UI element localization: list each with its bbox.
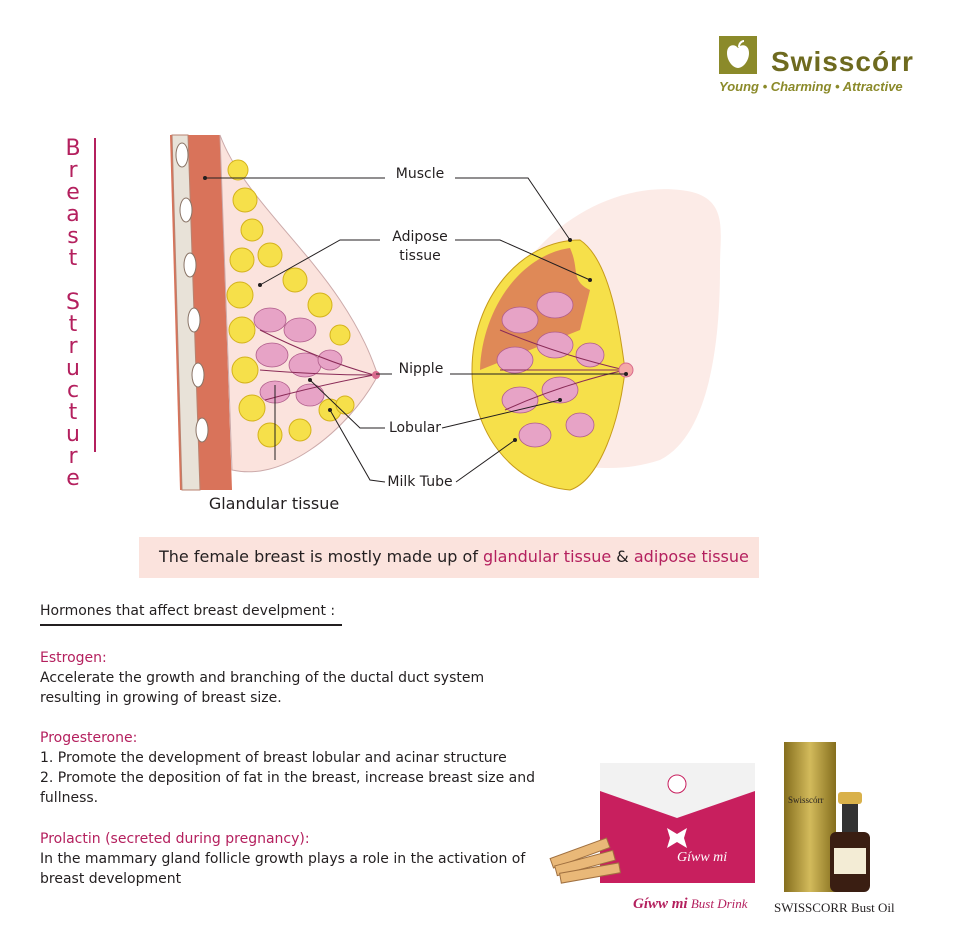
side-title-letter: e xyxy=(66,180,80,205)
label-nipple: Nipple xyxy=(398,361,444,377)
hormone-estrogen: Estrogen: Accelerate the growth and bran… xyxy=(40,648,560,708)
apple-logo-icon xyxy=(719,36,757,74)
side-title-letter: S xyxy=(66,290,80,315)
banner-term-glandular: glandular tissue xyxy=(483,547,612,566)
label-adipose-tissue: Adipose tissue xyxy=(392,229,448,264)
banner-text: The female breast is mostly made up of g… xyxy=(159,547,749,566)
side-title-letter: a xyxy=(66,202,80,227)
brand-tagline: Young • Charming • Attractive xyxy=(719,79,903,94)
banner-prefix: The female breast is mostly made up of xyxy=(159,547,478,566)
hormone-name: Prolactin (secreted during pregnancy): xyxy=(40,831,310,847)
banner-term-adipose: adipose tissue xyxy=(633,547,749,566)
side-title-rule xyxy=(94,138,96,452)
drink-box-brand: Gíww mi xyxy=(677,850,728,865)
hormone-line: fullness. xyxy=(40,790,99,806)
label-muscle: Muscle xyxy=(395,166,445,182)
hormone-name: Estrogen: xyxy=(40,650,107,666)
side-title-letter: c xyxy=(66,378,80,403)
side-title-letter: u xyxy=(66,356,80,381)
hormone-name: Progesterone: xyxy=(40,730,138,746)
product-bust-oil: Swisscórr SWISSCORR Bust Oil xyxy=(772,740,912,918)
side-title-letter: r xyxy=(68,334,78,359)
oil-box-illustration xyxy=(784,742,870,892)
breast-structure-diagram: Muscle Adipose tissue Nipple Lobular Mil… xyxy=(160,130,740,524)
brand-logo: Swisscórr Young • Charming • Attractive xyxy=(719,36,929,96)
hormone-line: breast development xyxy=(40,871,182,887)
label-lobular: Lobular xyxy=(388,420,442,436)
anatomy-illustration xyxy=(170,134,721,491)
side-title-letter: u xyxy=(66,422,80,447)
rib-layer xyxy=(171,134,201,491)
banner-join: & xyxy=(616,547,629,566)
side-title-letter: B xyxy=(65,136,81,161)
hormones-heading-rule xyxy=(40,624,342,626)
side-title-letter xyxy=(58,270,88,292)
side-title-letter: t xyxy=(68,312,78,337)
label-glandular-tissue: Glandular tissue xyxy=(208,494,340,513)
side-title-letter: e xyxy=(66,466,80,491)
product-bust-drink: Gíww mi Gíww mi Bust Drink xyxy=(545,758,760,918)
muscle-leader-right xyxy=(455,177,571,241)
hormone-line: 2. Promote the deposition of fat in the … xyxy=(40,770,535,786)
hormone-line: Accelerate the growth and branching of t… xyxy=(40,670,485,686)
side-title-letter: t xyxy=(68,246,78,271)
summary-banner: The female breast is mostly made up of g… xyxy=(139,537,759,578)
side-title-letter: t xyxy=(68,400,78,425)
brand-name: Swisscórr xyxy=(771,46,914,77)
side-title-letter: r xyxy=(68,444,78,469)
side-title-letter: r xyxy=(68,158,78,183)
hormone-progesterone: Progesterone: 1. Promote the development… xyxy=(40,728,560,808)
drink-caption: Gíww mi Bust Drink xyxy=(633,896,748,912)
hormone-prolactin: Prolactin (secreted during pregnancy): I… xyxy=(40,829,560,889)
oil-box-brand: Swisscórr xyxy=(788,795,824,805)
label-milk-tube: Milk Tube xyxy=(387,474,453,490)
oil-caption: SWISSCORR Bust Oil xyxy=(774,900,895,915)
drink-box-illustration xyxy=(549,763,755,884)
hormones-heading: Hormones that affect breast develpment : xyxy=(40,603,336,619)
side-title-letter: s xyxy=(67,224,79,249)
hormone-line: resulting in growing of breast size. xyxy=(40,690,282,706)
hormone-line: In the mammary gland follicle growth pla… xyxy=(40,851,526,867)
hormone-line: 1. Promote the development of breast lob… xyxy=(40,750,507,766)
